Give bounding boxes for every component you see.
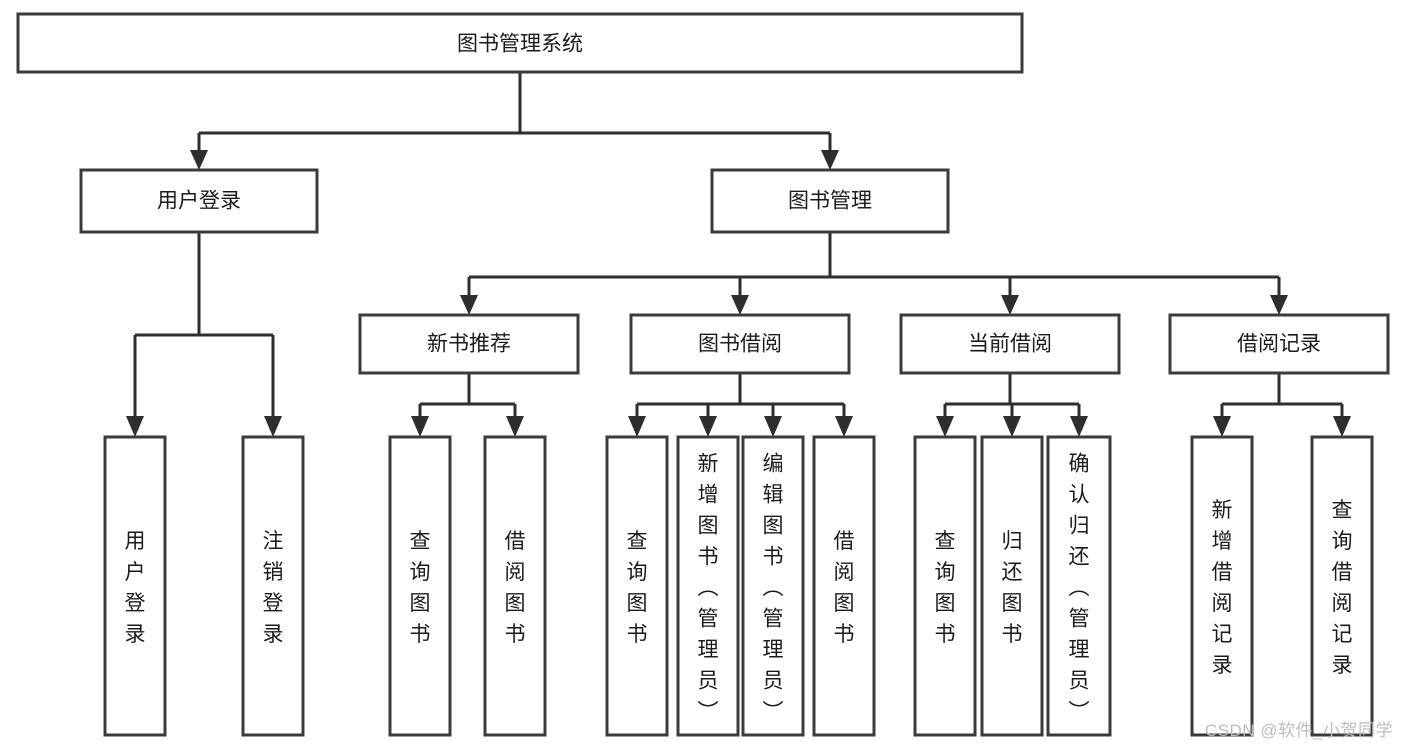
node-leaf-confirm-return-admin-label: 确认归还︵管理员︶ <box>1069 453 1090 724</box>
node-root-box[interactable] <box>16 12 1024 74</box>
node-current-borrow-box[interactable] <box>899 313 1121 375</box>
node-leaf-confirm-return-admin-box[interactable] <box>1046 435 1112 737</box>
arrowhead-leaf-add-book-admin <box>699 416 717 437</box>
arrowhead-new-book-recommend <box>460 295 478 315</box>
arrowhead-borrow-record <box>1270 295 1288 315</box>
node-leaf-query-borrow-record[interactable]: 查询借阅记录 <box>1310 435 1374 737</box>
arrowhead-current-borrow <box>1001 295 1019 315</box>
arrowhead-leaf-query-book-borrow <box>628 416 646 437</box>
node-leaf-add-borrow-record-box[interactable] <box>1190 435 1254 737</box>
node-book-manage-label: 图书管理 <box>788 190 872 213</box>
node-book-manage[interactable]: 图书管理 <box>710 168 950 234</box>
arrowhead-leaf-query-book-rec <box>411 416 429 437</box>
arrowhead-leaf-confirm-return-admin <box>1070 416 1088 437</box>
node-leaf-query-book-rec-box[interactable] <box>388 435 452 737</box>
node-leaf-query-book-current-label: 查询图书 <box>935 530 956 646</box>
node-root-label: 图书管理系统 <box>457 33 583 56</box>
node-leaf-borrow-book-label: 借阅图书 <box>834 530 855 646</box>
node-new-book-recommend[interactable]: 新书推荐 <box>358 313 580 375</box>
node-borrow-record[interactable]: 借阅记录 <box>1168 313 1390 375</box>
node-book-borrow-label: 图书借阅 <box>698 333 782 356</box>
node-leaf-borrow-book-box[interactable] <box>812 435 876 737</box>
node-leaf-query-book-current[interactable]: 查询图书 <box>913 435 977 737</box>
node-leaf-edit-book-admin-box[interactable] <box>741 435 805 737</box>
node-leaf-borrow-book-rec-box[interactable] <box>483 435 547 737</box>
arrowhead-leaf-add-borrow-record <box>1213 416 1231 437</box>
node-book-borrow-box[interactable] <box>629 313 851 375</box>
arrowhead-leaf-query-borrow-record <box>1333 416 1351 437</box>
node-leaf-edit-book-admin[interactable]: 编辑图书︵管理员︶ <box>741 435 805 737</box>
node-root[interactable]: 图书管理系统 <box>16 12 1024 74</box>
node-book-manage-box[interactable] <box>710 168 950 234</box>
node-leaf-return-book[interactable]: 归还图书 <box>980 435 1044 737</box>
node-current-borrow[interactable]: 当前借阅 <box>899 313 1121 375</box>
node-leaf-query-borrow-record-box[interactable] <box>1310 435 1374 737</box>
node-borrow-record-box[interactable] <box>1168 313 1390 375</box>
node-new-book-recommend-label: 新书推荐 <box>427 333 511 356</box>
node-borrow-record-label: 借阅记录 <box>1237 333 1321 356</box>
node-leaf-borrow-book[interactable]: 借阅图书 <box>812 435 876 737</box>
arrowhead-leaf-borrow-book <box>835 416 853 437</box>
node-leaf-user-logout[interactable]: 注销登录 <box>241 435 305 737</box>
node-book-borrow[interactable]: 图书借阅 <box>629 313 851 375</box>
node-leaf-user-login[interactable]: 用户登录 <box>103 435 167 737</box>
node-leaf-query-borrow-record-label: 查询借阅记录 <box>1332 499 1353 677</box>
node-leaf-borrow-book-rec-label: 借阅图书 <box>505 530 526 646</box>
node-leaf-add-book-admin[interactable]: 新增图书︵管理员︶ <box>676 435 740 737</box>
node-leaf-user-login-label: 用户登录 <box>125 530 146 646</box>
node-leaf-edit-book-admin-label: 编辑图书︵管理员︶ <box>763 453 784 724</box>
node-leaf-add-borrow-record-label: 新增借阅记录 <box>1212 499 1233 677</box>
node-user-login-box[interactable] <box>79 168 319 234</box>
arrowhead-leaf-return-book <box>1003 416 1021 437</box>
node-leaf-query-book-borrow-label: 查询图书 <box>627 530 648 646</box>
node-leaf-user-logout-box[interactable] <box>241 435 305 737</box>
node-leaf-add-book-admin-label: 新增图书︵管理员︶ <box>698 453 719 724</box>
node-leaf-return-book-label: 归还图书 <box>1002 530 1023 646</box>
node-leaf-return-book-box[interactable] <box>980 435 1044 737</box>
node-leaf-confirm-return-admin[interactable]: 确认归还︵管理员︶ <box>1046 435 1112 737</box>
node-leaf-query-book-borrow-box[interactable] <box>605 435 669 737</box>
node-leaf-add-borrow-record[interactable]: 新增借阅记录 <box>1190 435 1254 737</box>
arrowhead-leaf-user-logout <box>264 416 282 437</box>
node-leaf-user-login-box[interactable] <box>103 435 167 737</box>
arrowhead-leaf-query-book-current <box>936 416 954 437</box>
arrowhead-book-manage <box>821 150 839 170</box>
node-leaf-query-book-rec-label: 查询图书 <box>410 530 431 646</box>
node-leaf-user-logout-label: 注销登录 <box>263 530 284 646</box>
arrowhead-leaf-borrow-book-rec <box>506 416 524 437</box>
arrowhead-user-login <box>190 150 208 170</box>
node-leaf-query-book-current-box[interactable] <box>913 435 977 737</box>
node-leaf-borrow-book-rec[interactable]: 借阅图书 <box>483 435 547 737</box>
arrowhead-leaf-edit-book-admin <box>764 416 782 437</box>
arrowhead-leaf-user-login <box>126 416 144 437</box>
node-current-borrow-label: 当前借阅 <box>968 333 1052 356</box>
node-new-book-recommend-box[interactable] <box>358 313 580 375</box>
connector-layer <box>126 72 1351 437</box>
arrowhead-book-borrow <box>731 295 749 315</box>
node-user-login[interactable]: 用户登录 <box>79 168 319 234</box>
node-leaf-add-book-admin-box[interactable] <box>676 435 740 737</box>
node-leaf-query-book-rec[interactable]: 查询图书 <box>388 435 452 737</box>
node-user-login-label: 用户登录 <box>157 190 241 213</box>
node-leaf-query-book-borrow[interactable]: 查询图书 <box>605 435 669 737</box>
